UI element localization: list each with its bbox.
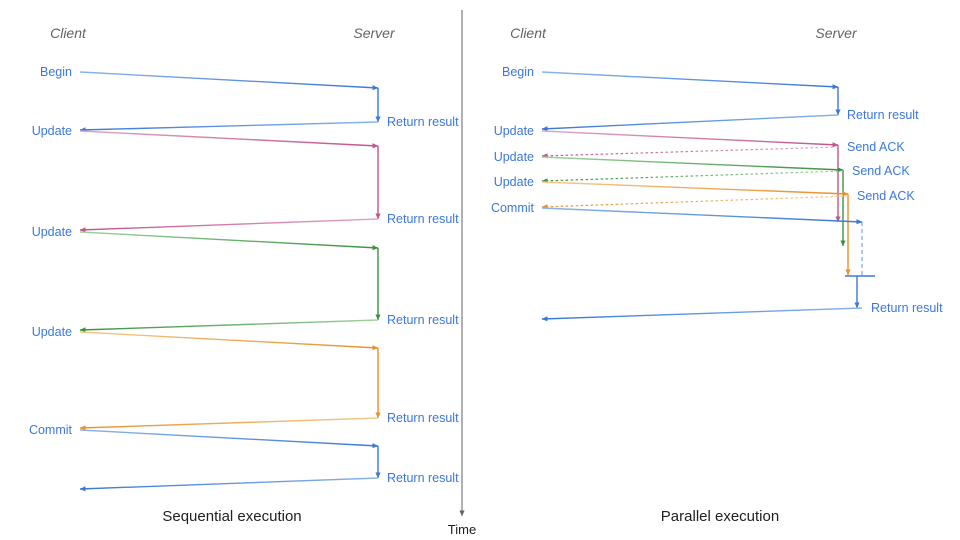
message-line-ack-3: [541, 195, 849, 210]
message-line-update-2: [79, 231, 379, 251]
message-line-update-3-return: [79, 417, 379, 431]
message-line-update-3: [541, 181, 849, 197]
message-line-update-1: [541, 130, 839, 148]
message-label-ack-1: Send ACK: [847, 140, 905, 154]
message-label-update-3: Update: [494, 175, 534, 189]
time-axis-label: Time: [448, 522, 476, 537]
message-label-ack-3: Send ACK: [857, 189, 915, 203]
message-line-commit: [79, 429, 379, 449]
message-lines-layer: [79, 10, 875, 517]
message-line-commit-return: [541, 307, 863, 322]
actor-label-client: Client: [50, 25, 87, 41]
message-label-update-1: Update: [32, 124, 72, 138]
message-label-begin-return: Return result: [847, 108, 919, 122]
message-label-update-2: Update: [32, 225, 72, 239]
message-label-commit: Commit: [491, 201, 535, 215]
message-label-update-1-return: Return result: [387, 212, 459, 226]
panel-caption-parallel: Parallel execution: [661, 508, 779, 525]
panel-caption-sequential: Sequential execution: [162, 508, 301, 525]
message-label-update-1: Update: [494, 124, 534, 138]
message-line-update-1: [79, 130, 379, 149]
message-line-update-1-return: [79, 218, 379, 233]
message-line-begin-return: [79, 121, 379, 133]
message-label-update-3-return: Return result: [387, 411, 459, 425]
message-line-update-3: [79, 331, 379, 351]
message-label-begin: Begin: [40, 65, 72, 79]
message-line-begin-return: [541, 114, 839, 132]
message-line-ack-2: [541, 170, 844, 184]
message-label-update-3: Update: [32, 325, 72, 339]
message-label-begin: Begin: [502, 65, 534, 79]
actor-label-server: Server: [815, 25, 858, 41]
message-line-update-2-return: [79, 319, 379, 333]
message-label-update-2: Update: [494, 150, 534, 164]
message-line-begin: [79, 71, 379, 91]
message-line-begin: [541, 71, 839, 90]
actor-label-server: Server: [353, 25, 396, 41]
message-label-commit-return: Return result: [871, 301, 943, 315]
message-line-ack-1: [541, 146, 839, 159]
message-line-commit: [541, 207, 863, 225]
message-label-ack-2: Send ACK: [852, 164, 910, 178]
message-label-begin-return: Return result: [387, 115, 459, 129]
message-label-commit-return: Return result: [387, 471, 459, 485]
message-label-update-2-return: Return result: [387, 313, 459, 327]
message-line-update-2: [541, 156, 844, 173]
message-label-commit: Commit: [29, 423, 73, 437]
message-line-commit-return: [79, 477, 379, 492]
actor-label-client: Client: [510, 25, 547, 41]
